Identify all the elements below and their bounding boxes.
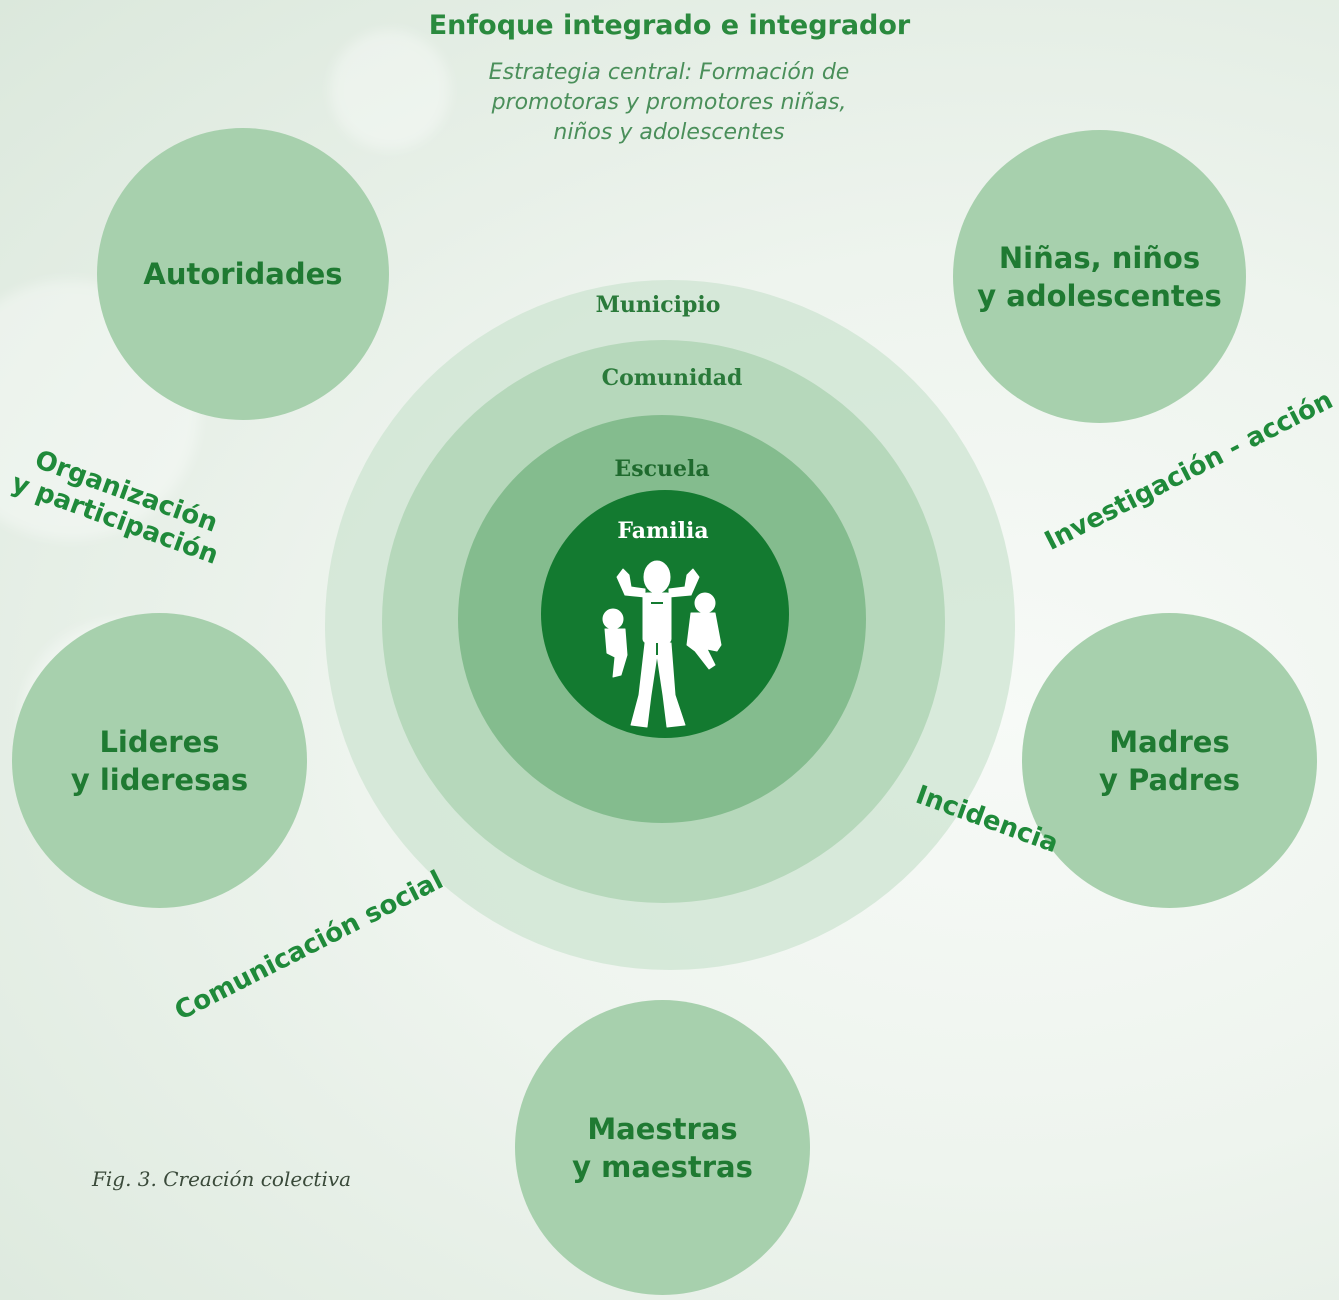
background-blob [330,30,450,150]
label-municipio: Municipio [595,292,721,318]
actor-circle-maestras: Maestras y maestras [515,1000,810,1295]
actor-label: Autoridades [143,257,343,291]
label-familia: Familia [617,518,709,544]
diagram-subtitle: Estrategia central: Formación de promoto… [419,58,919,148]
diagram-title: Enfoque integrado e integrador [428,10,911,41]
subtitle-line: niños y adolescentes [553,120,785,145]
label-comunidad: Comunidad [601,365,743,391]
actor-label: Maestras [587,1111,738,1146]
actor-circle-madres: Madres y Padres [1022,613,1317,908]
actor-circle-autoridades: Autoridades [97,128,389,420]
actor-label: y Padres [1098,762,1241,797]
actor-label: y adolescentes [977,278,1222,313]
actor-label: Madres [1109,724,1230,759]
family-figure-icon [602,560,722,728]
subtitle-line: Estrategia central: Formación de [488,60,850,85]
actor-label: Niñas, niños [998,240,1201,275]
actor-circle-lideres: Lideres y lideresas [12,613,307,908]
label-escuela: Escuela [614,456,710,482]
subtitle-line: promotoras y promotores niñas, [491,90,847,115]
actor-label: y maestras [572,1149,753,1184]
actor-label: Lideres [99,724,220,759]
figure-caption: Fig. 3. Creación colectiva [92,1167,352,1191]
actor-circle-ninos: Niñas, niños y adolescentes [953,130,1246,423]
actor-label: y lideresas [70,762,249,797]
